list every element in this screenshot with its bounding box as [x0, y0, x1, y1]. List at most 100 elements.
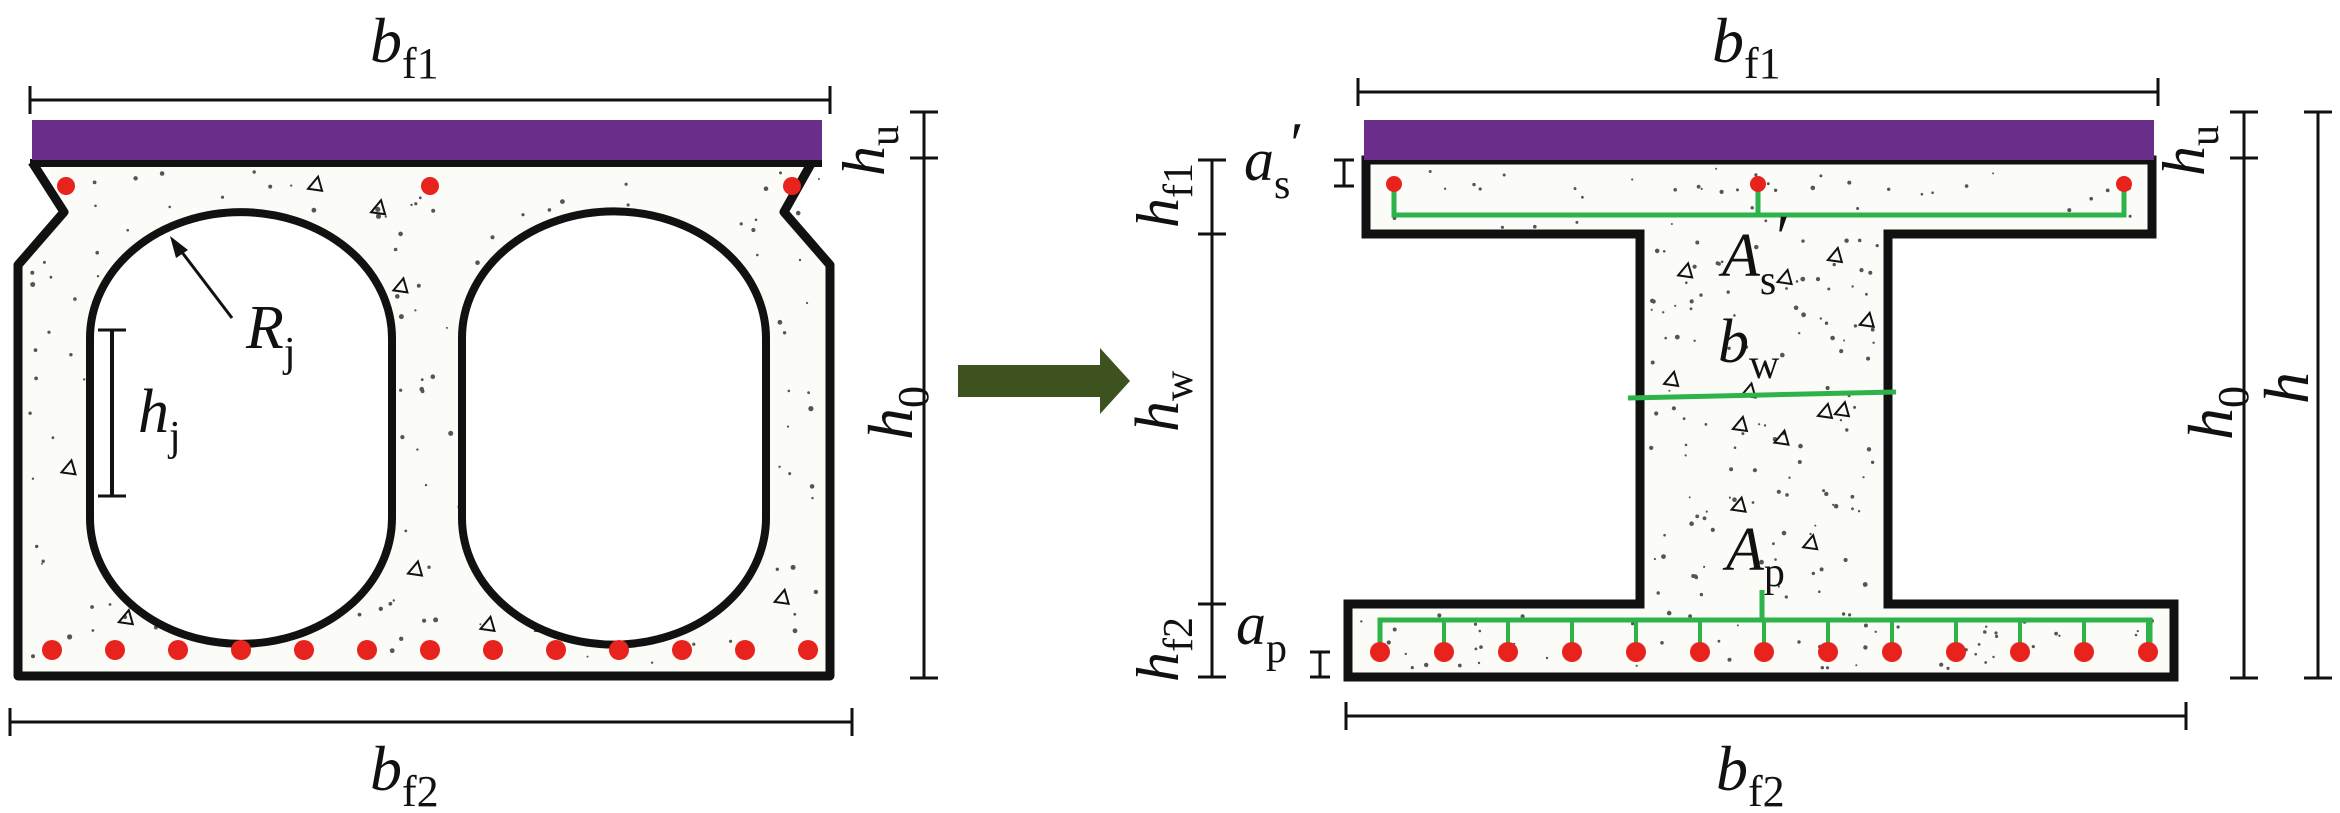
aggregate-dot — [1684, 454, 1687, 457]
aggregate-dot — [490, 235, 495, 240]
aggregate-stone — [59, 458, 77, 476]
aggregate-dot — [1666, 610, 1672, 616]
aggregate-dot — [1726, 290, 1730, 294]
aggregate-dot — [779, 171, 782, 175]
aggregate-dot — [1715, 167, 1718, 170]
aggregate-dot — [1946, 666, 1950, 671]
aggregate-dot — [1827, 287, 1831, 291]
aggregate-dot — [1777, 585, 1780, 588]
right-steel-plate — [1364, 120, 2154, 160]
aggregate-dot — [168, 205, 171, 209]
aggregate-dot — [1710, 527, 1715, 533]
aggregate-dot — [1581, 195, 1584, 199]
aggregate-stone — [1729, 495, 1747, 513]
rebar — [798, 640, 818, 660]
aggregate-dot — [786, 425, 790, 428]
aggregate-dot — [34, 376, 38, 381]
aggregate-dot — [1660, 641, 1664, 645]
aggregate-dot — [1754, 244, 1759, 250]
aggregate-dot — [416, 448, 419, 451]
aggregate-dot — [1689, 307, 1693, 311]
aggregate-dot — [1839, 419, 1843, 422]
aggregate-dot — [404, 529, 408, 533]
aggregate-dot — [811, 496, 814, 500]
rebar — [483, 640, 503, 660]
aggregate-stone — [1772, 428, 1790, 446]
aggregate-dot — [787, 389, 791, 393]
aggregate-dot — [624, 182, 628, 186]
aggregate-dot — [378, 606, 383, 611]
left-void-2 — [458, 207, 770, 649]
aggregate-dot — [1764, 219, 1768, 223]
aggregate-dot — [1684, 443, 1688, 447]
aggregate-dot — [410, 203, 413, 207]
aggregate-dot — [1758, 423, 1761, 426]
aggregate-dot — [1847, 180, 1852, 185]
aggregate-dot — [427, 565, 431, 569]
aggregate-dot — [430, 374, 436, 380]
aggregate-dot — [1741, 432, 1745, 436]
rebar — [231, 640, 251, 660]
aggregate-dot — [1474, 647, 1478, 651]
aggregate-dot — [1386, 640, 1391, 645]
aggregate-dot — [1774, 558, 1777, 561]
aggregate-dot — [2089, 196, 2093, 201]
rebar — [735, 640, 755, 660]
aggregate-dot — [1699, 293, 1703, 297]
aggregate-dot — [431, 208, 436, 213]
aggregate-dot — [30, 282, 36, 287]
top-stirrup — [1391, 184, 2127, 218]
aggregate-dot — [1727, 346, 1731, 350]
bw-label: bw — [1718, 308, 1780, 388]
aggregate-dot — [91, 629, 95, 632]
hw-label: hw — [1124, 370, 1202, 432]
rebar — [1626, 642, 1646, 662]
aggregate-dot — [1848, 613, 1852, 617]
aggregate-dot — [1809, 532, 1812, 536]
aggregate-dot — [1784, 595, 1788, 599]
aggregate-dot — [92, 180, 97, 185]
aggregate-dot — [793, 612, 797, 616]
aggregate-dot — [1833, 503, 1839, 509]
aggregate-dot — [1822, 489, 1826, 493]
aggregate-dot — [1798, 332, 1801, 335]
arrow-head — [1100, 348, 1130, 414]
aggregate-dot — [1696, 184, 1701, 189]
aggregate-dot — [1661, 554, 1666, 559]
aggregate-dot — [1788, 476, 1791, 479]
aggregate-dot — [1654, 248, 1660, 254]
aggregate-dot — [1478, 187, 1482, 191]
aggregate-dot — [2054, 631, 2059, 636]
aggregate-dot — [2105, 188, 2110, 193]
aggregate-dot — [1992, 655, 1995, 659]
aggregate-dot — [399, 636, 404, 641]
aggregate-dot — [1843, 339, 1846, 342]
aggregate-dot — [31, 477, 35, 480]
rebar — [1498, 642, 1518, 662]
aggregate-dot — [807, 391, 810, 394]
rebar — [1946, 642, 1966, 662]
aggregate-dot — [626, 203, 630, 207]
left-rebars — [42, 177, 818, 660]
aggregate-dot — [1853, 324, 1858, 328]
aggregate-dot — [1797, 640, 1801, 644]
aggregate-dot — [1520, 614, 1525, 619]
aggregate-dot — [1691, 574, 1696, 578]
aggregate-dot — [90, 605, 94, 609]
aggregate-dot — [1443, 187, 1447, 190]
aggregate-dot — [1870, 327, 1875, 332]
aggregate-dot — [414, 202, 418, 206]
aggregate-dot — [1815, 277, 1821, 282]
right-hu-label: hu — [2151, 125, 2228, 176]
left-section — [8, 86, 938, 736]
aggregate-dot — [813, 589, 819, 595]
aggregate-dot — [1780, 352, 1785, 358]
aggregate-dot — [1410, 666, 1414, 670]
aggregate-dot — [739, 222, 743, 226]
aggregate-dot — [33, 348, 38, 352]
aggregate-dot — [1818, 590, 1821, 593]
aggregate-dot — [1650, 308, 1653, 311]
aggregate-dot — [2134, 633, 2138, 637]
hj-label: hj — [138, 378, 181, 460]
